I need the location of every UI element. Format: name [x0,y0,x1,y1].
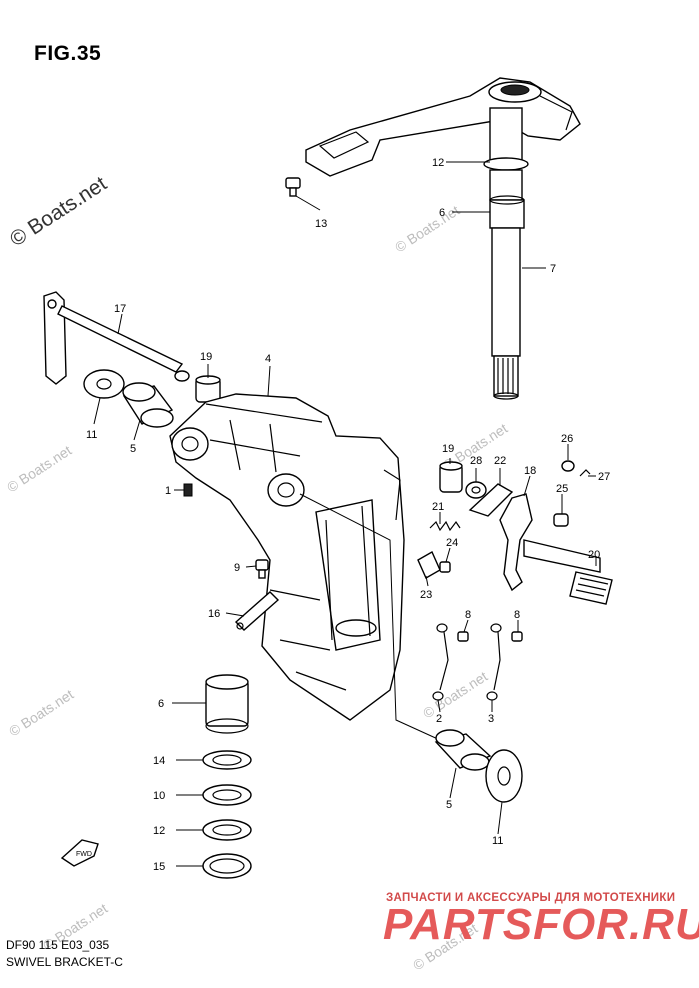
clamp-16 [234,591,280,631]
callout-6: 6 [158,698,164,710]
callout-19: 19 [200,351,212,363]
leader-lines [93,161,597,867]
callout-5: 5 [130,443,136,455]
callout-12: 12 [432,157,444,169]
callout-26: 26 [561,433,573,445]
callout-8: 8 [465,609,471,621]
shop-tagline: ЗАПЧАСТИ И АКСЕССУАРЫ ДЛЯ МОТОТЕХНИКИ [386,892,676,904]
callout-28: 28 [470,455,482,467]
callout-17: 17 [114,303,126,315]
washer-11-right [485,749,523,803]
washer-11-left [83,369,125,399]
bolt-24 [439,561,451,573]
diagram-code: DF90 115 E03_035 [6,938,110,952]
steering-arm [305,77,581,177]
shop-logo[interactable]: PARTSFOR.RU [383,900,699,949]
washer-14 [202,750,252,770]
callout-labels: 12 13 6 7 17 19 4 11 5 1 19 28 22 18 26 … [86,157,610,873]
callout-7: 7 [550,263,556,275]
callout-2: 2 [436,713,442,725]
callout-22: 22 [494,455,506,467]
callout-16: 16 [208,608,220,620]
callout-25: 25 [556,483,568,495]
tilt-rod [43,291,190,385]
callout-5: 5 [446,799,452,811]
swivel-shaft [483,107,529,400]
bushing-19-right [439,461,463,493]
pin-27 [579,469,591,477]
lock-lever-18 [499,493,601,592]
bushing-5-right [434,729,492,771]
ground-wire-2 [432,623,469,701]
callout-11: 11 [492,835,503,847]
spring-21 [429,520,461,532]
figure-title: FIG.35 [34,42,102,65]
callout-27: 27 [598,471,610,483]
callout-23: 23 [420,589,432,601]
callout-18: 18 [524,465,536,477]
washer-10 [202,784,252,806]
callout-1: 1 [165,485,171,497]
nut-25 [553,513,569,527]
circlip-15 [202,853,252,879]
swivel-bracket [169,393,441,741]
callout-11: 11 [86,429,97,441]
washer-26 [561,460,575,472]
callout-21: 21 [432,501,444,513]
callout-12: 12 [153,825,165,837]
grip-20 [569,571,613,605]
fwd-label: FWD [76,851,92,858]
callout-24: 24 [446,537,458,549]
bushing-19 [195,375,221,403]
grease-nipple [183,483,193,497]
callout-10: 10 [153,790,165,802]
callout-3: 3 [488,713,494,725]
diagram-name: SWIVEL BRACKET-C [6,955,123,969]
bolt-13 [285,177,301,197]
ground-wire-3 [486,623,523,701]
callout-9: 9 [234,562,240,574]
callout-20: 20 [588,549,600,561]
plate-23 [417,551,441,579]
bushing-6-lower [205,674,249,734]
callout-19: 19 [442,443,454,455]
callout-13: 13 [315,218,327,230]
bushing-5-left [122,382,174,428]
washer-12-lower [202,819,252,841]
callout-4: 4 [265,353,271,365]
fwd-arrow-icon: FWD [60,839,99,867]
callout-15: 15 [153,861,165,873]
lever-22 [468,483,514,517]
callout-14: 14 [153,755,165,767]
bolt-9 [255,559,269,579]
callout-6: 6 [439,207,445,219]
collar-28 [465,481,487,499]
callout-8: 8 [514,609,520,621]
